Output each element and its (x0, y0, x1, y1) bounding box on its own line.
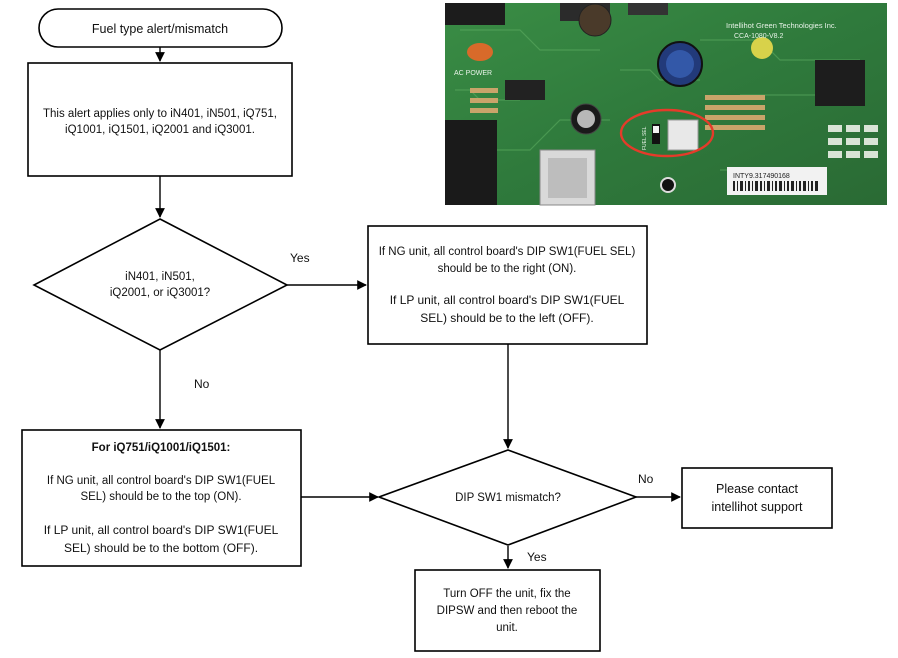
barcode (733, 181, 818, 191)
model-decision-diamond: iN401, iN501, iQ2001, or iQ3001? (32, 218, 289, 351)
control-board-photo: INTY9.317490168 Intellihot Green Technol… (445, 3, 887, 206)
chip (505, 80, 545, 100)
edge-label-no: No (638, 472, 654, 486)
barcode-text: INTY9.317490168 (733, 173, 790, 180)
dip-connector (667, 119, 699, 151)
turn-off-line-2: DIPSW and then reboot the (437, 605, 578, 617)
capacitor (578, 3, 612, 37)
microcontroller-chip (815, 60, 865, 106)
mismatch-decision-label: DIP SW1 mismatch? (455, 492, 561, 504)
edge-label-no: No (194, 377, 210, 391)
model-decision-line-1: iN401, iN501, (125, 271, 195, 283)
turn-off-line-3: unit. (496, 622, 518, 634)
ng-lp-right-box: If NG unit, all control board's DIP SW1(… (367, 225, 648, 345)
turn-off-line-1: Turn OFF the unit, fix the (443, 588, 570, 600)
component-block (445, 3, 505, 25)
mismatch-decision-diamond: DIP SW1 mismatch? (376, 449, 639, 546)
connector-slots (548, 158, 587, 198)
component-block (628, 3, 668, 15)
dip-switch-sw1 (652, 124, 660, 144)
iq-ng-line-2: SEL) should be to the top (ON). (80, 491, 241, 503)
edge-label-yes: Yes (290, 251, 310, 265)
ng-right-line-1: If NG unit, all control board's DIP SW1(… (379, 246, 636, 258)
iq-lp-line-1: If LP unit, all control board's DIP SW1(… (44, 523, 279, 537)
ceramic-capacitor (467, 43, 493, 61)
applies-line-1: This alert applies only to iN401, iN501,… (43, 108, 277, 120)
capacitor-top (577, 110, 595, 128)
applies-line-2: iQ1001, iQ1501, iQ2001 and iQ3001. (65, 124, 255, 136)
model-decision-line-2: iQ2001, or iQ3001? (110, 287, 210, 299)
lp-left-line-1: If LP unit, all control board's DIP SW1(… (390, 293, 625, 307)
contact-support-line-1: Please contact (716, 482, 799, 496)
dip-switch-knob (653, 126, 659, 133)
fuel-sel-text: FUEL SEL (642, 126, 648, 150)
capacitor-top (666, 50, 694, 78)
start-terminal: Fuel type alert/mismatch (38, 8, 283, 48)
resistor-array (470, 88, 765, 130)
sticker (751, 37, 773, 59)
relay (445, 120, 497, 205)
contact-support-line-2: intellihot support (711, 500, 803, 514)
ac-power-text: AC POWER (454, 70, 492, 77)
iq-models-box: For iQ751/iQ1001/iQ1501: If NG unit, all… (21, 429, 302, 567)
ng-right-line-2: should be to the right (ON). (438, 263, 577, 275)
applies-box: This alert applies only to iN401, iN501,… (27, 62, 293, 177)
edges (155, 47, 681, 569)
edge-label-yes: Yes (527, 550, 547, 564)
contact-support-box: Please contact intellihot support (681, 467, 833, 529)
highlight-circle (619, 108, 715, 158)
board-maker-text: Intellihot Green Technologies Inc. (726, 21, 837, 30)
smd-components (828, 125, 878, 158)
iq-lp-line-2: SEL) should be to the bottom (OFF). (64, 541, 258, 555)
lp-left-line-2: SEL) should be to the left (OFF). (420, 311, 593, 325)
board-model-text: CCA-1080-V8.2 (734, 33, 784, 40)
iq-ng-line-1: If NG unit, all control board's DIP SW1(… (47, 475, 276, 487)
turn-off-box: Turn OFF the unit, fix the DIPSW and the… (414, 569, 601, 652)
mounting-hole (660, 177, 676, 193)
start-label: Fuel type alert/mismatch (92, 22, 228, 36)
iq-models-heading: For iQ751/iQ1001/iQ1501: (92, 442, 231, 454)
